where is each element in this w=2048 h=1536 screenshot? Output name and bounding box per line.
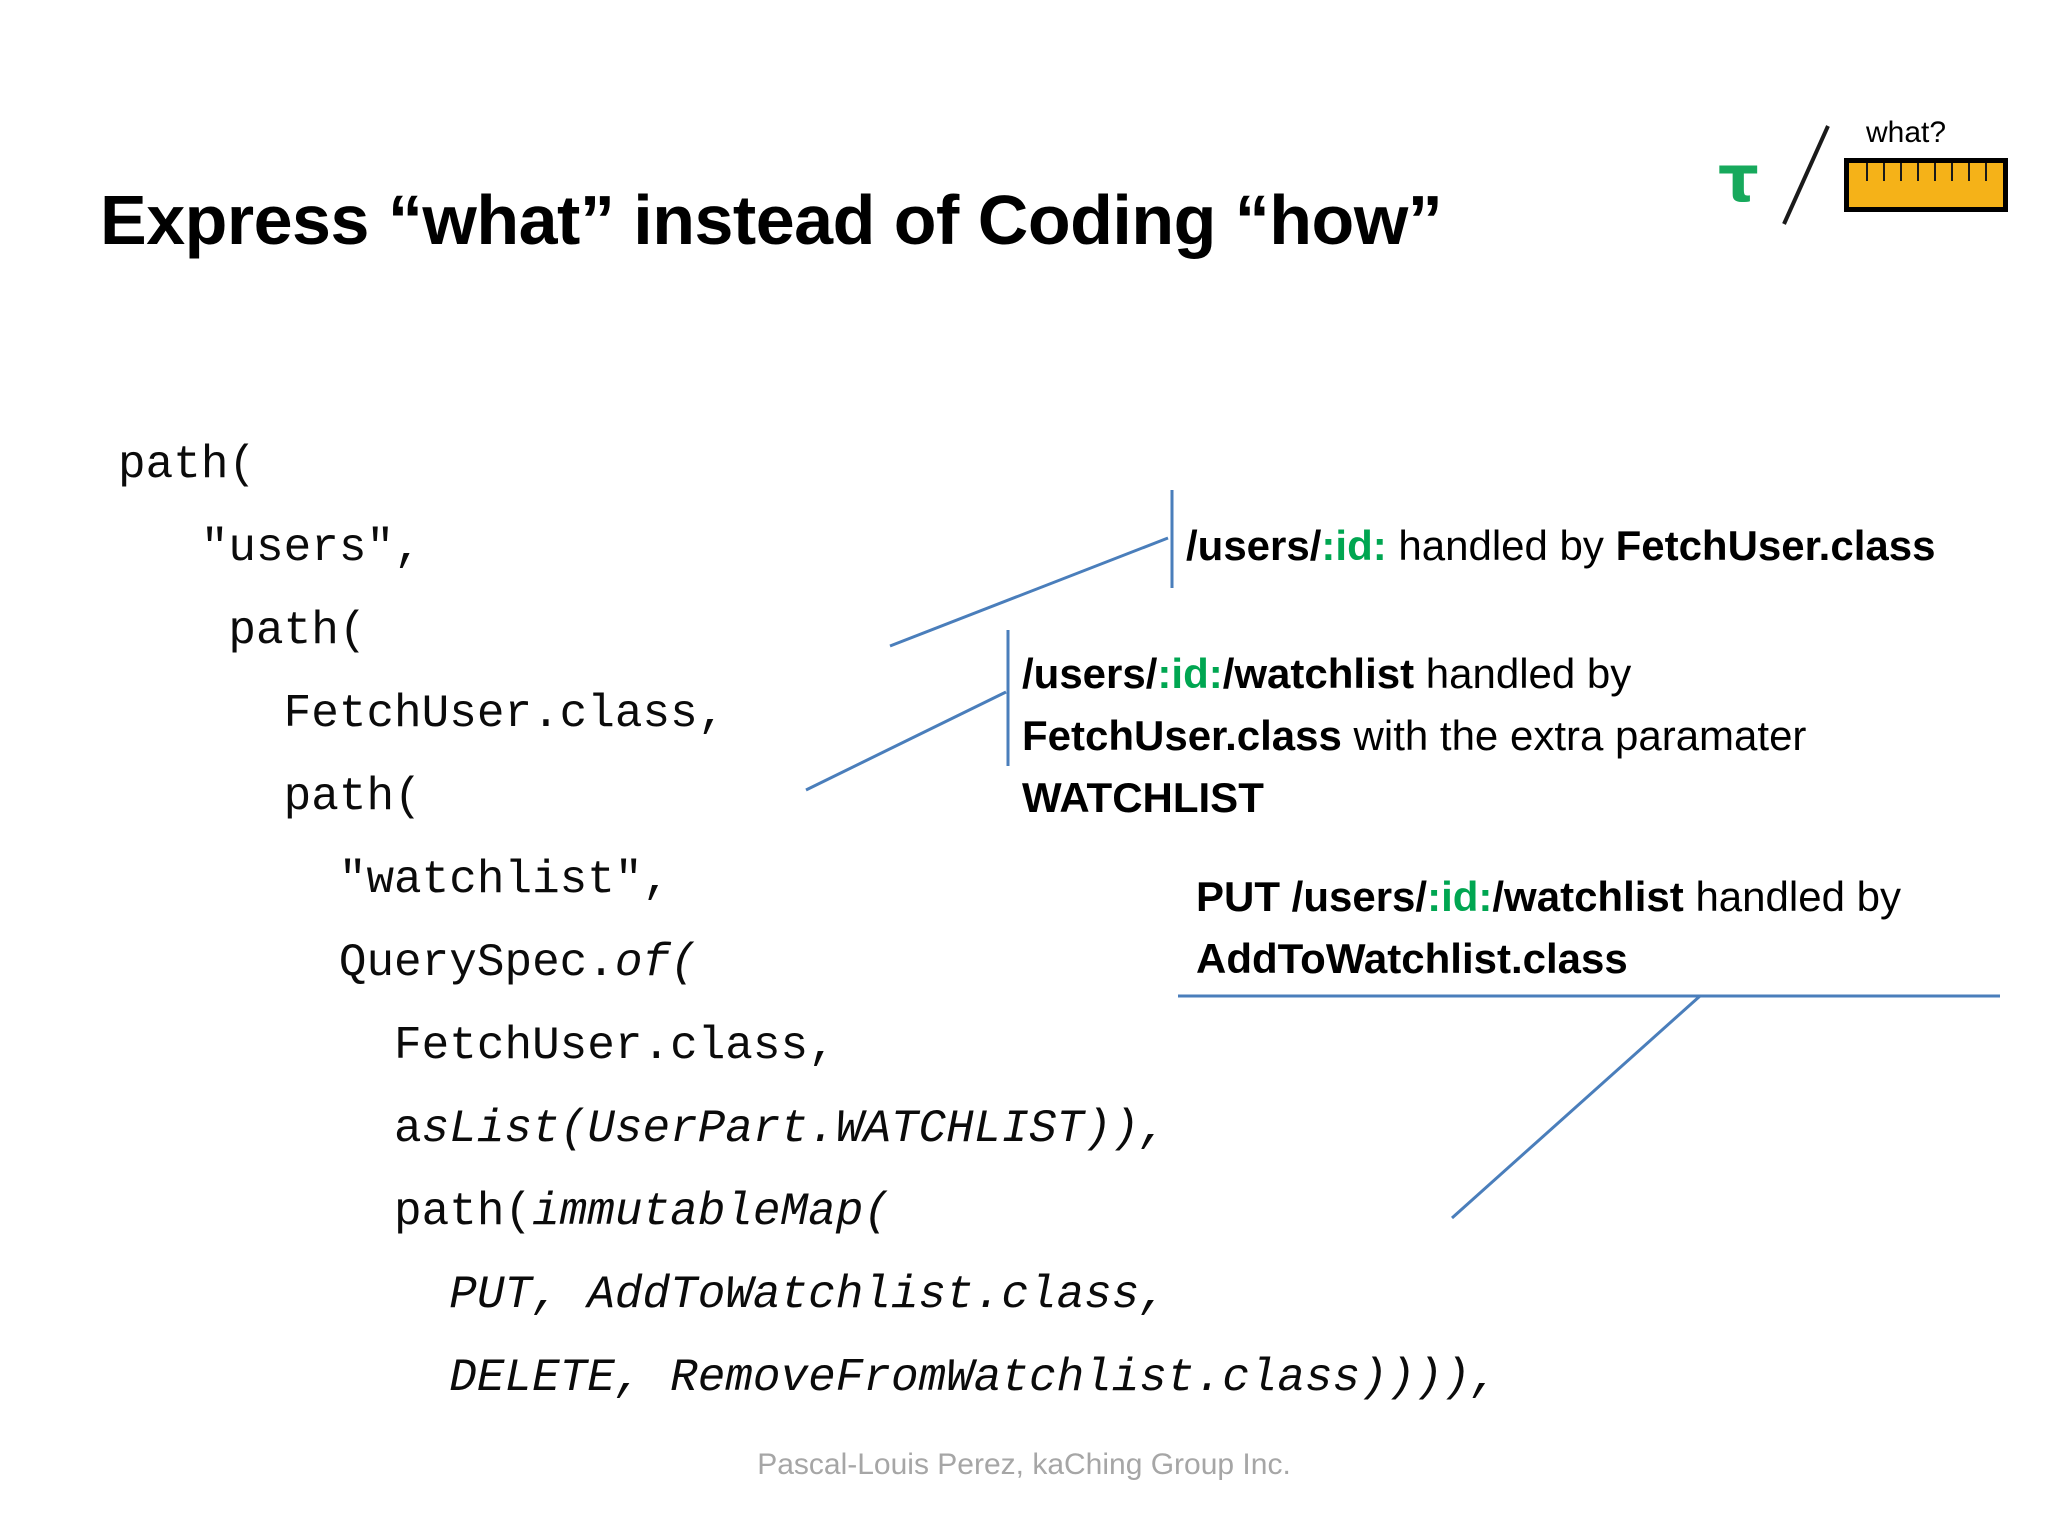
code-block: path( "users", path( FetchUser.class, pa…: [118, 424, 1498, 1420]
ruler-tick: [1900, 163, 1902, 181]
callout-strong-text: FetchUser.class: [1615, 522, 1936, 569]
code-line: path(: [118, 756, 1498, 839]
title-text: Express “: [100, 180, 423, 259]
tau-icon: τ: [1718, 143, 1759, 217]
code-line: FetchUser.class,: [118, 1005, 1498, 1088]
title-text: ”: [1407, 180, 1443, 259]
logo-what-label: what?: [1866, 116, 1947, 149]
callout-strong-text: WATCHLIST: [1022, 774, 1264, 821]
code-token-italic: of(: [614, 937, 698, 989]
code-token: path(: [118, 605, 367, 657]
code-line: "watchlist",: [118, 839, 1498, 922]
callout-text: handled by: [1683, 873, 1901, 920]
ruler-tick: [1985, 163, 1987, 181]
code-line: asList(UserPart.WATCHLIST)),: [118, 1088, 1498, 1171]
code-token-italic: PUT, AddToWatchlist.class,: [449, 1269, 1167, 1321]
footer-attribution: Pascal-Louis Perez, kaChing Group Inc.: [757, 1448, 1291, 1481]
code-token: path(: [118, 439, 257, 491]
callout-strong-text: PUT /users/: [1196, 873, 1428, 920]
code-token: [118, 1269, 449, 1321]
ruler-tick: [1934, 163, 1936, 181]
code-token: a: [118, 1103, 422, 1155]
code-token-italic: DELETE, RemoveFromWatchlist.class)))),: [449, 1352, 1499, 1404]
code-line: path(: [118, 590, 1498, 673]
code-token: path(: [118, 1186, 533, 1238]
callout-param-token: :id:: [1427, 873, 1493, 920]
callout-strong-text: /users/: [1022, 650, 1158, 697]
callout-users-id-watchlist: /users/:id:/watchlist handled by FetchUs…: [1022, 643, 1952, 829]
page-title: Express “what” instead of Coding “how”: [100, 185, 1443, 255]
callout-strong-text: FetchUser.class: [1022, 712, 1342, 759]
callout-param-token: :id:: [1157, 650, 1223, 697]
title-emphasis: what: [422, 180, 580, 259]
code-line: FetchUser.class,: [118, 673, 1498, 756]
code-line: DELETE, RemoveFromWatchlist.class)))),: [118, 1337, 1498, 1420]
callout-strong-text: /users/: [1186, 522, 1322, 569]
slash-icon: [1782, 125, 1830, 225]
ruler-icon: [1844, 158, 2008, 212]
title-text: ” instead of Coding “: [579, 180, 1270, 259]
code-token-italic: sList(UserPart.WATCHLIST)),: [421, 1103, 1167, 1155]
callout-param-token: :id:: [1321, 522, 1387, 569]
code-line: PUT, AddToWatchlist.class,: [118, 1254, 1498, 1337]
callout-strong-text: /watchlist: [1492, 873, 1684, 920]
callout-strong-text: /watchlist: [1222, 650, 1415, 697]
code-line: QuerySpec.of(: [118, 922, 1498, 1005]
code-line: "users",: [118, 507, 1498, 590]
brand-logo: τ what?: [1718, 116, 2018, 230]
code-token: FetchUser.class,: [118, 1020, 836, 1072]
code-line: path(: [118, 424, 1498, 507]
callout-users-id: /users/:id: handled by FetchUser.class: [1186, 515, 1935, 577]
ruler-tick: [1917, 163, 1919, 181]
callout-text: handled by: [1386, 522, 1616, 569]
code-line: path(immutableMap(: [118, 1171, 1498, 1254]
ruler-tick: [1968, 163, 1970, 181]
title-emphasis: how: [1269, 180, 1408, 259]
callout-strong-text: AddToWatchlist.class: [1196, 935, 1628, 982]
code-token: [118, 1352, 449, 1404]
ruler-tick: [1883, 163, 1885, 181]
code-token: FetchUser.class,: [118, 688, 726, 740]
ruler-tick: [1951, 163, 1953, 181]
code-token: path(: [118, 771, 422, 823]
callout-text: with the extra paramater: [1341, 712, 1807, 759]
code-token: "watchlist",: [118, 854, 671, 906]
code-token: "users",: [118, 522, 422, 574]
callout-put-watchlist: PUT /users/:id:/watchlist handled by Add…: [1196, 866, 2026, 990]
callout-text: handled by: [1414, 650, 1632, 697]
code-token-italic: immutableMap(: [532, 1186, 891, 1238]
code-token: QuerySpec.: [118, 937, 615, 989]
ruler-tick: [1866, 163, 1868, 181]
